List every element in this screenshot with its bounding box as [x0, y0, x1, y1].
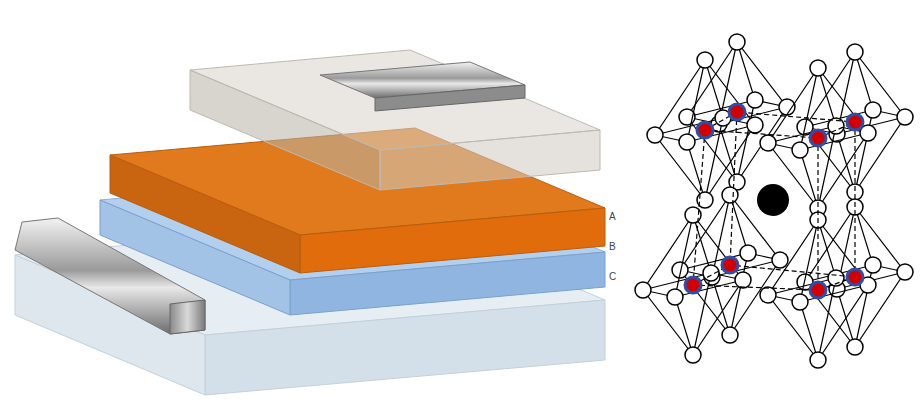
layer-label: B: [608, 241, 617, 253]
layer-label: A: [608, 211, 617, 223]
device-stack: [15, 50, 605, 395]
perovskite-structure: [635, 34, 913, 368]
layer-label: C: [608, 271, 617, 283]
